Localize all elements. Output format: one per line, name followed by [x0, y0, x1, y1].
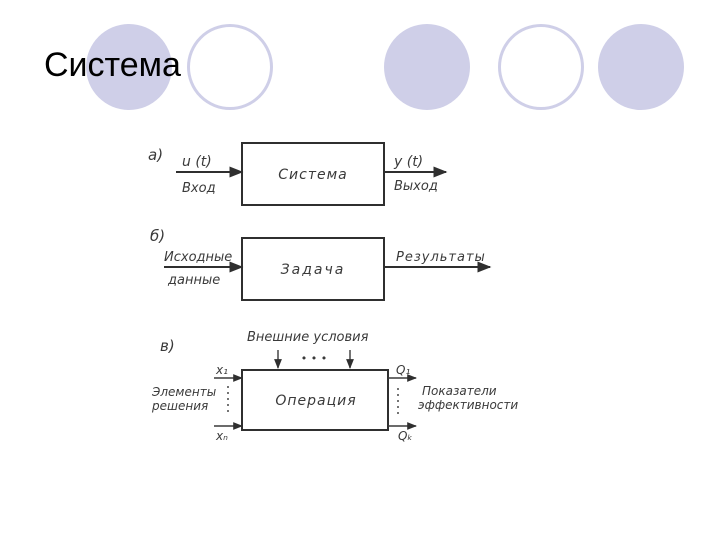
operation-box-label: Операция [275, 393, 356, 409]
top-dots-c: • • • [301, 352, 327, 365]
task-box-label: Задача [281, 262, 346, 278]
decor-circle-2 [187, 24, 273, 110]
decor-circle-1 [86, 24, 172, 110]
system-box-label: Система [278, 167, 347, 183]
output-symbol-a: y (t) [393, 154, 423, 170]
decor-circle-3 [384, 24, 470, 110]
input-top-symbol-c: x₁ [215, 363, 228, 377]
input-line1-c: Элементы [151, 385, 216, 399]
diagram-part-c: в) Операция Внешние условия • • • x₁ xₙ … [151, 330, 518, 443]
input-label-a: Вход [182, 181, 216, 196]
output-bottom-symbol-c: Qₖ [398, 429, 413, 443]
input-line1-b: Исходные [164, 250, 232, 265]
slide-title: Система [44, 46, 181, 84]
diagram-part-a: а) Система u (t) Вход y (t) Выход [148, 142, 448, 206]
top-label-c: Внешние условия [247, 330, 369, 345]
decor-circle-5 [598, 24, 684, 110]
operation-box [241, 369, 389, 431]
input-bottom-symbol-c: xₙ [215, 429, 228, 443]
diagram-part-b: б) Задача Исходные данные Результаты [150, 227, 492, 301]
output-line2-c: эффективности [418, 398, 518, 412]
input-symbol-a: u (t) [182, 154, 212, 170]
output-label-b: Результаты [396, 250, 486, 265]
decor-circle-4 [498, 24, 584, 110]
part-c-label: в) [160, 337, 175, 355]
part-a-label: а) [148, 146, 163, 164]
output-line1-c: Показатели [422, 384, 497, 398]
input-line2-c: решения [151, 399, 208, 413]
input-line2-b: данные [167, 273, 220, 288]
part-b-label: б) [150, 227, 165, 245]
output-top-symbol-c: Q₁ [396, 363, 410, 377]
output-label-a: Выход [394, 179, 438, 194]
